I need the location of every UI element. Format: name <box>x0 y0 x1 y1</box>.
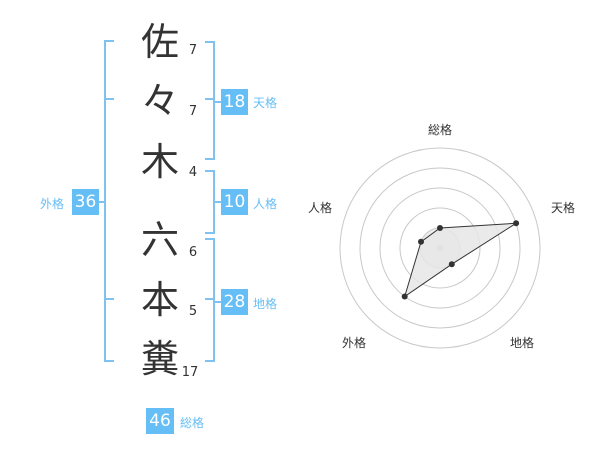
radar-label-soukaku: 総格 <box>428 123 453 137</box>
name-char-2: 々 <box>140 79 179 123</box>
chikaku-value-badge: 28 <box>221 289 248 315</box>
stroke-count-1: 7 <box>188 43 198 58</box>
stroke-count-6: 17 <box>181 365 199 380</box>
radar-label-tenkaku: 天格 <box>551 201 576 215</box>
stroke-count-4: 6 <box>188 245 198 260</box>
radar-point-gaikaku <box>401 293 408 300</box>
tenkaku-bracket-mid-tick <box>205 98 213 100</box>
name-char-3: 木 <box>140 140 179 184</box>
gaikaku-value-badge: 36 <box>72 189 99 215</box>
chikaku-bracket-mid-tick <box>205 298 213 300</box>
gaikaku-connector <box>98 201 106 203</box>
jinkaku-label: 人格 <box>253 197 278 211</box>
jinkaku-connector <box>215 201 221 203</box>
radar-value-polygon <box>403 222 517 298</box>
chikaku-label: 地格 <box>253 297 278 311</box>
jinkaku-value-badge: 10 <box>221 189 248 215</box>
radar-ring-4 <box>359 167 521 329</box>
jinkaku-bracket <box>205 170 215 234</box>
radar-point-chikaku <box>448 261 455 268</box>
tenkaku-connector <box>215 101 221 103</box>
stroke-count-5: 5 <box>188 304 198 319</box>
radar-ring-2 <box>399 207 481 289</box>
radar-label-gaikaku: 外格 <box>342 336 367 350</box>
soukaku-label: 総格 <box>180 416 205 430</box>
radar-point-jinkaku <box>418 238 424 245</box>
radar-point-soukaku <box>437 225 443 231</box>
gaikaku-tick-lower <box>104 298 114 300</box>
tenkaku-bracket <box>205 41 215 160</box>
radar-ring-3 <box>379 187 501 309</box>
chikaku-connector <box>215 301 221 303</box>
tenkaku-label: 天格 <box>253 96 278 110</box>
name-char-4: 六 <box>140 218 179 262</box>
gaikaku-label: 外格 <box>40 197 65 211</box>
name-char-6: 糞 <box>140 337 179 381</box>
chikaku-bracket <box>205 238 215 362</box>
name-char-1: 佐 <box>140 20 179 64</box>
soukaku-value-badge: 46 <box>146 408 174 434</box>
name-char-5: 本 <box>140 278 179 322</box>
stroke-count-3: 4 <box>188 165 198 180</box>
radar-point-tenkaku <box>513 220 520 227</box>
radar-label-chikaku: 地格 <box>510 336 535 350</box>
radar-label-jinkaku: 人格 <box>308 201 333 215</box>
stroke-count-2: 7 <box>188 104 198 119</box>
radar-ring-5 <box>339 147 541 349</box>
tenkaku-value-badge: 18 <box>221 89 248 115</box>
gaikaku-tick-upper <box>104 98 114 100</box>
